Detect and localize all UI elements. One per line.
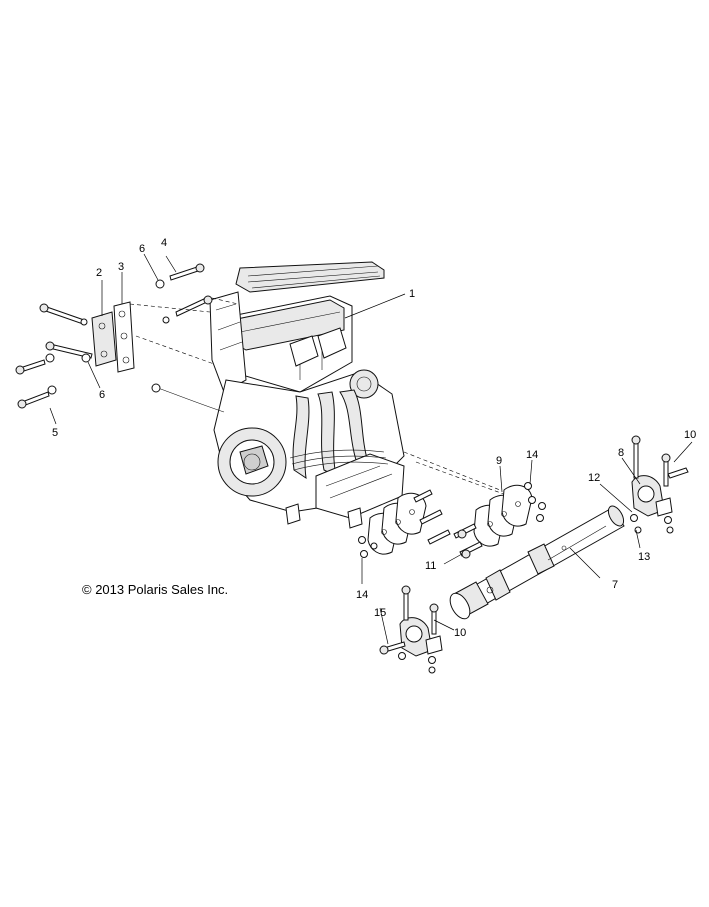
mount-plates-right (473, 484, 533, 547)
mount-plate-bolts (358, 482, 546, 559)
mount-plate (113, 301, 135, 373)
prop-shaft-tube (449, 505, 625, 620)
callout-11: 11 (425, 560, 436, 572)
callout-6-upper: 6 (139, 243, 145, 255)
callout-4: 4 (161, 237, 167, 249)
engine-assembly (151, 261, 405, 529)
front-engine-mount (379, 585, 443, 674)
callout-10-lower: 10 (454, 627, 466, 639)
callout-1: 1 (409, 288, 415, 300)
left-mount-bolts (15, 303, 93, 409)
rear-engine-mount (630, 435, 689, 534)
callout-8: 8 (618, 447, 624, 459)
alignment-lines (129, 297, 521, 501)
leader-lines (49, 253, 693, 645)
callout-12: 12 (588, 472, 600, 484)
callout-10-right: 10 (684, 429, 696, 441)
callout-7: 7 (612, 579, 618, 591)
upper-mount-bolts (155, 263, 213, 324)
copyright-notice: © 2013 Polaris Sales Inc. (82, 582, 228, 597)
callout-14-upper: 14 (526, 449, 538, 461)
callout-labels: 1 2 3 4 5 6 6 7 8 9 10 10 11 12 13 14 14… (52, 237, 696, 639)
callout-5: 5 (52, 427, 58, 439)
callout-3: 3 (118, 261, 124, 273)
callout-2: 2 (96, 267, 102, 279)
callout-13: 13 (638, 551, 650, 563)
engine-mount-bracket (91, 311, 117, 367)
callout-6-lower: 6 (99, 389, 105, 401)
callout-14-lower: 14 (356, 589, 368, 601)
callout-15: 15 (374, 607, 386, 619)
callout-9: 9 (496, 455, 502, 467)
